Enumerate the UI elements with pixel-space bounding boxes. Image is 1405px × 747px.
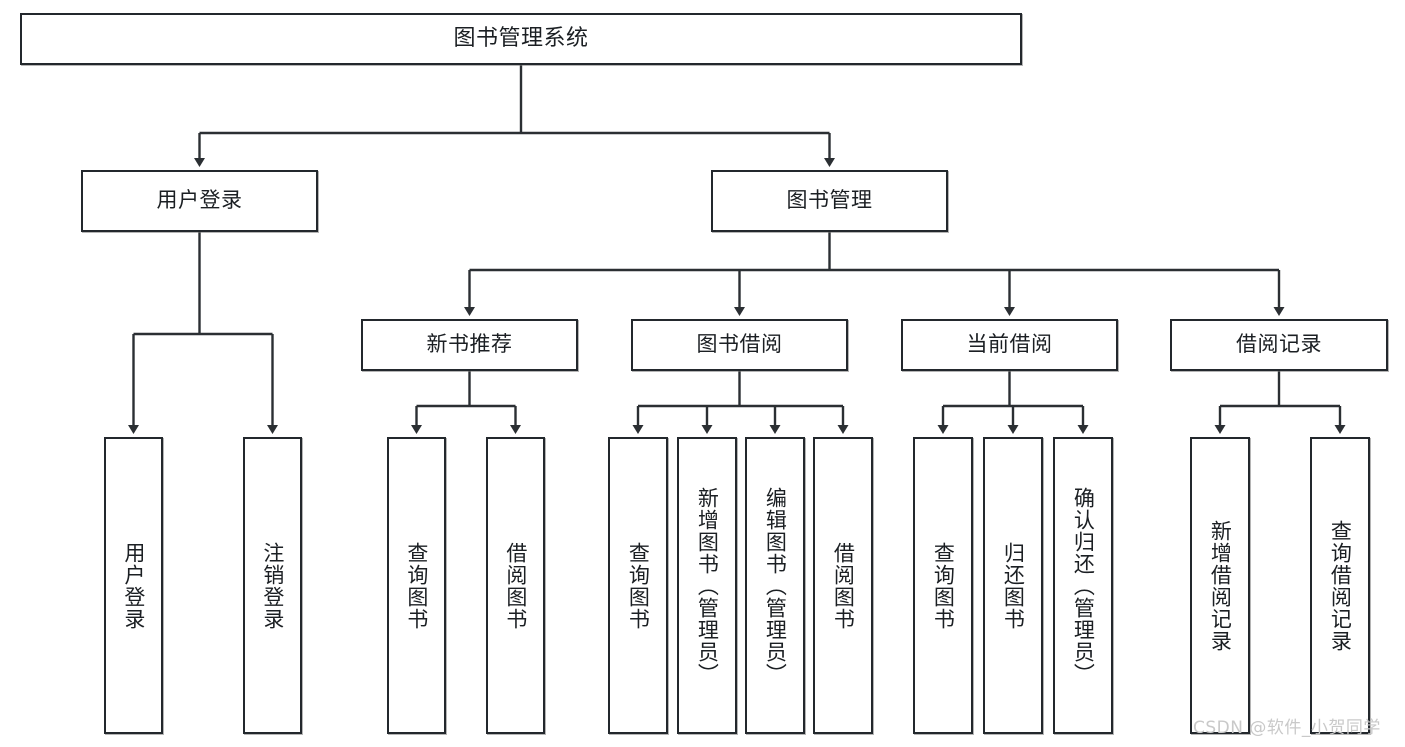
node-label: 编辑图书（管理员） — [763, 486, 788, 685]
node-n_query[interactable]: 查询图书 — [387, 437, 446, 734]
node-label: 查询图书 — [626, 541, 651, 630]
node-label: 当前借阅 — [966, 332, 1053, 357]
node-r_add[interactable]: 新增借阅记录 — [1190, 437, 1250, 734]
node-label: 图书管理系统 — [453, 26, 589, 52]
node-label: 新增借阅记录 — [1208, 519, 1233, 652]
node-b_lend[interactable]: 借阅图书 — [813, 437, 873, 734]
node-newbook[interactable]: 新书推荐 — [361, 319, 578, 371]
node-label: 借阅图书 — [831, 541, 856, 630]
node-label: 图书管理 — [786, 188, 873, 213]
node-borrow[interactable]: 图书借阅 — [631, 319, 848, 371]
node-records[interactable]: 借阅记录 — [1170, 319, 1388, 371]
node-login[interactable]: 用户登录 — [81, 170, 318, 232]
node-r_query[interactable]: 查询借阅记录 — [1310, 437, 1370, 734]
node-b_edit[interactable]: 编辑图书（管理员） — [745, 437, 805, 734]
node-c_query[interactable]: 查询图书 — [913, 437, 973, 734]
node-bookmgmt[interactable]: 图书管理 — [711, 170, 948, 232]
node-label: 借阅图书 — [503, 541, 528, 630]
node-l_logout[interactable]: 注销登录 — [243, 437, 302, 734]
node-label: 注销登录 — [260, 541, 285, 630]
node-label: 查询借阅记录 — [1328, 519, 1353, 652]
node-root[interactable]: 图书管理系统 — [20, 13, 1022, 65]
node-label: 新增图书（管理员） — [695, 486, 720, 685]
node-label: 归还图书 — [1001, 541, 1026, 630]
node-b_add[interactable]: 新增图书（管理员） — [677, 437, 737, 734]
node-label: 新书推荐 — [426, 332, 513, 357]
node-n_borrow[interactable]: 借阅图书 — [486, 437, 545, 734]
node-b_query[interactable]: 查询图书 — [608, 437, 668, 734]
node-label: 用户登录 — [121, 541, 146, 630]
node-label: 用户登录 — [156, 188, 243, 213]
node-c_return[interactable]: 归还图书 — [983, 437, 1043, 734]
node-label: 确认归还（管理员） — [1071, 486, 1096, 685]
node-label: 查询图书 — [931, 541, 956, 630]
node-label: 图书借阅 — [696, 332, 783, 357]
node-current[interactable]: 当前借阅 — [901, 319, 1118, 371]
node-label: 查询图书 — [404, 541, 429, 630]
node-c_confirm[interactable]: 确认归还（管理员） — [1053, 437, 1113, 734]
watermark-text: CSDN @软件_小贺同学 — [1193, 718, 1381, 738]
node-l_login[interactable]: 用户登录 — [104, 437, 163, 734]
node-label: 借阅记录 — [1236, 332, 1322, 357]
